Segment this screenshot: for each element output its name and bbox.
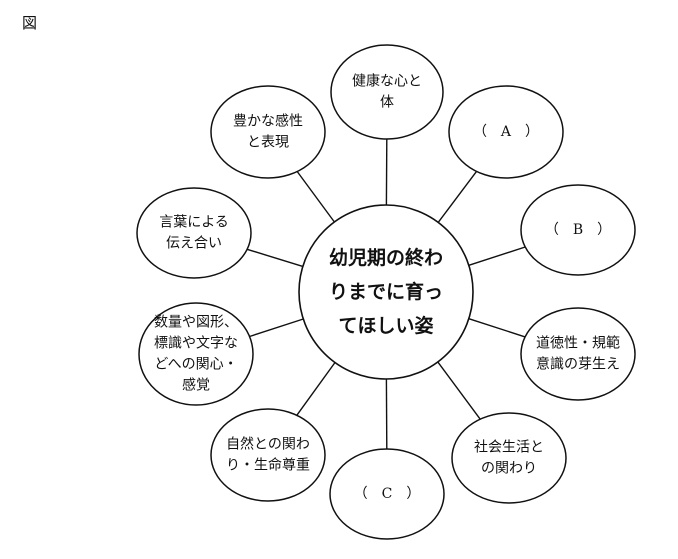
figure-label: 図	[22, 14, 38, 32]
node-label-blank-b: （ B ）	[545, 222, 611, 238]
node-ellipse-nature	[210, 408, 326, 502]
node-label-blank-c: （ C ）	[354, 486, 421, 502]
connector-language	[246, 248, 304, 268]
connector-nature	[296, 362, 336, 416]
connector-social-life	[437, 361, 481, 420]
node-label-morality: 道徳性・規範	[536, 335, 620, 352]
node-label-numbers: どへの関心・	[154, 357, 237, 373]
node-ellipse-morality	[520, 307, 636, 401]
node-label-morality: 意識の芽生え	[536, 356, 620, 373]
node-ellipse-blank-b	[520, 184, 636, 276]
connector-lines	[246, 138, 526, 450]
node-label-numbers: 感覚	[182, 377, 210, 394]
node-ellipse-language	[136, 187, 252, 279]
node-label-social-life: 社会生活と	[474, 440, 544, 456]
node-ellipse-social-life	[451, 412, 567, 504]
node-label-health: 健康な心と	[352, 73, 422, 90]
node-blank-c: （ C ）	[329, 448, 445, 540]
node-label-language: 言葉による	[159, 215, 229, 231]
node-label-language: 伝え合い	[166, 236, 222, 252]
node-label-expression: と表現	[247, 135, 289, 151]
node-label-health: 体	[380, 95, 394, 111]
center-circle	[298, 204, 474, 380]
connector-morality	[468, 318, 526, 338]
node-ellipse-blank-a	[448, 85, 564, 179]
node-label-expression: 豊かな感性	[233, 113, 303, 130]
center-label: 幼児期の終わ	[329, 246, 443, 269]
node-label-numbers: 数量や図形、	[154, 315, 238, 331]
node-label-nature: り・生命尊重	[226, 457, 310, 474]
node-ellipse-numbers	[138, 302, 254, 406]
node-ellipse-blank-c	[329, 448, 445, 540]
node-ellipse-health	[330, 44, 444, 140]
node-ellipse-expression	[210, 85, 326, 179]
node-label-numbers: 標識や文字な	[154, 336, 238, 352]
node-label-blank-a: （ A ）	[473, 124, 539, 140]
node-label-nature: 自然との関わ	[226, 436, 310, 453]
node-blank-b: （ B ）	[520, 184, 636, 276]
connector-numbers	[249, 318, 304, 338]
connector-blank-b	[468, 246, 526, 266]
center-label: りまでに育っ	[329, 280, 443, 303]
node-blank-a: （ A ）	[448, 85, 564, 179]
center-label: てほしい姿	[338, 314, 433, 337]
connector-blank-a	[437, 170, 478, 223]
node-label-social-life: の関わり	[481, 461, 537, 477]
connector-expression	[296, 171, 335, 223]
